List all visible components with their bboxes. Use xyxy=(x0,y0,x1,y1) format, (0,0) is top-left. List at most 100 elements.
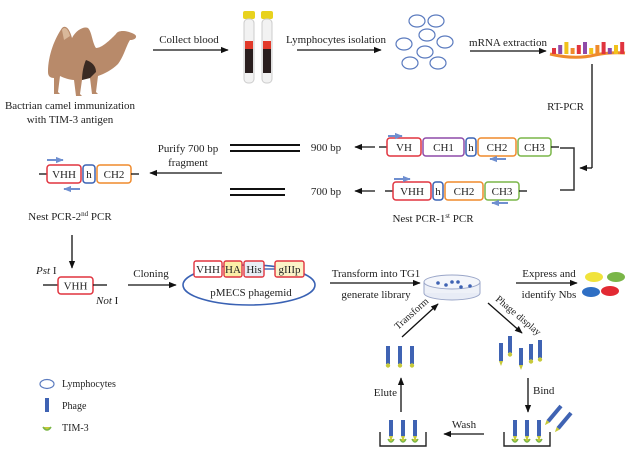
mrna-base xyxy=(595,45,600,54)
nest-pcr1-caption: Nest PCR-1st PCR xyxy=(392,212,474,225)
phagemid-segment-his xyxy=(243,260,265,278)
nanobody-icon xyxy=(607,272,625,282)
pst-site-label: Pst I xyxy=(35,265,57,277)
phagemid-label: pMECS phagemid xyxy=(210,287,292,299)
mrna-extraction-label: mRNA extraction xyxy=(469,37,547,49)
phage-library xyxy=(499,336,543,370)
wash-label: Wash xyxy=(452,419,477,431)
lymphocyte-icon xyxy=(427,14,445,28)
lymphocyte-icon xyxy=(401,56,419,70)
segment-label: CH1 xyxy=(433,142,454,154)
segment-ch2 xyxy=(444,181,484,201)
segment-vh xyxy=(386,137,422,157)
lymphocytes-isolation-label: Lymphocytes isolation xyxy=(286,34,386,46)
phage-icon xyxy=(537,420,541,441)
segment-label: CH2 xyxy=(104,169,125,181)
phage-icon xyxy=(397,346,403,368)
camel-illustration xyxy=(48,26,137,97)
tim3-icon xyxy=(42,426,52,431)
eluted-phages xyxy=(385,346,415,368)
mrna-base xyxy=(601,42,606,54)
phage-icon xyxy=(519,348,523,370)
phage-icon xyxy=(528,344,534,364)
lymphocyte-icon xyxy=(436,35,454,49)
phagemid-segment-label: gIIIp xyxy=(279,264,301,276)
phagemid-segment-ha xyxy=(223,260,243,278)
segment-vhh xyxy=(46,164,82,184)
mrna-base xyxy=(620,42,625,54)
phage-icon xyxy=(385,346,391,368)
lymphocyte-cluster xyxy=(395,14,454,70)
well-plate xyxy=(503,432,551,447)
mrna-base xyxy=(570,48,575,54)
phage-display-arrow xyxy=(487,302,523,334)
blood-tubes-icon xyxy=(243,11,273,84)
mrna-base xyxy=(558,45,563,54)
nanobodies-icon xyxy=(582,272,625,297)
express-label-line2: identify Nbs xyxy=(522,289,577,301)
lymphocyte-icon xyxy=(416,45,434,59)
binding-well xyxy=(503,404,573,447)
camel-caption-line2: with TIM-3 antigen xyxy=(27,114,114,126)
lymphocyte-icon xyxy=(418,28,436,42)
phagemid-segment-giiip xyxy=(274,260,305,278)
phage-icon xyxy=(389,420,393,441)
tim3-icon xyxy=(411,438,419,443)
band-700-label: 700 bp xyxy=(311,186,342,198)
nanobody-icon xyxy=(585,272,603,282)
mrna-base xyxy=(552,48,556,54)
mrna-base xyxy=(607,48,612,54)
segment-label: VHH xyxy=(400,186,424,198)
legend-label-tim3: TIM-3 xyxy=(62,423,89,434)
segment-label: h xyxy=(468,142,474,154)
transform-arrow xyxy=(401,303,439,338)
legend-label-lymphocytes: Lymphocytes xyxy=(62,379,116,390)
phagemid-segment-label: VHH xyxy=(196,264,220,276)
segment-label: h xyxy=(435,186,441,198)
segment-label: h xyxy=(86,169,92,181)
segment-label: CH3 xyxy=(492,186,513,198)
segment-vhh xyxy=(392,181,432,201)
phagemid-segment-label: HA xyxy=(225,264,241,276)
segment-h xyxy=(82,164,96,184)
transform-tg1-label: Transform into TG1 xyxy=(332,268,421,280)
phage-icon xyxy=(413,420,417,441)
phage-icon xyxy=(544,404,563,426)
mrna-strand-icon xyxy=(549,42,626,59)
segment-label: CH2 xyxy=(487,142,508,154)
tim3-icon xyxy=(399,438,407,443)
tim3-icon xyxy=(535,438,543,443)
segment-label: CH3 xyxy=(524,142,545,154)
petri-dish-icon xyxy=(423,274,481,301)
elute-label: Elute xyxy=(374,387,397,399)
phage-icon xyxy=(525,420,529,441)
bind-label: Bind xyxy=(533,385,555,397)
mrna-base xyxy=(589,48,594,54)
phage-icon xyxy=(409,346,415,368)
wash-well xyxy=(379,420,427,447)
legend: Lymphocytes Phage TIM-3 xyxy=(39,378,116,434)
mrna-base xyxy=(583,42,587,54)
legend-label-phage: Phage xyxy=(62,401,87,412)
phagemid-segment-vhh xyxy=(193,260,223,278)
segment-h xyxy=(465,137,477,157)
cloning-label: Cloning xyxy=(133,268,169,280)
phage-icon xyxy=(45,398,49,412)
band-900-label: 900 bp xyxy=(311,142,342,154)
phage-icon xyxy=(499,343,503,366)
nanobody-icon xyxy=(601,286,619,296)
segment-ch1 xyxy=(422,137,465,157)
tim3-icon xyxy=(523,438,531,443)
segment-label: VH xyxy=(396,142,412,154)
colonies xyxy=(436,280,472,289)
purify-label-line1: Purify 700 bp xyxy=(158,143,219,155)
vhh-hinge-ch2-construct: VHH h CH2 xyxy=(39,156,139,193)
tim3-icon xyxy=(387,438,395,443)
mrna-base xyxy=(614,45,618,54)
nest-pcr2-caption: Nest PCR-2nd PCR xyxy=(28,210,112,223)
not-site-label: Not I xyxy=(95,295,119,307)
segment-label: VHH xyxy=(52,169,76,181)
